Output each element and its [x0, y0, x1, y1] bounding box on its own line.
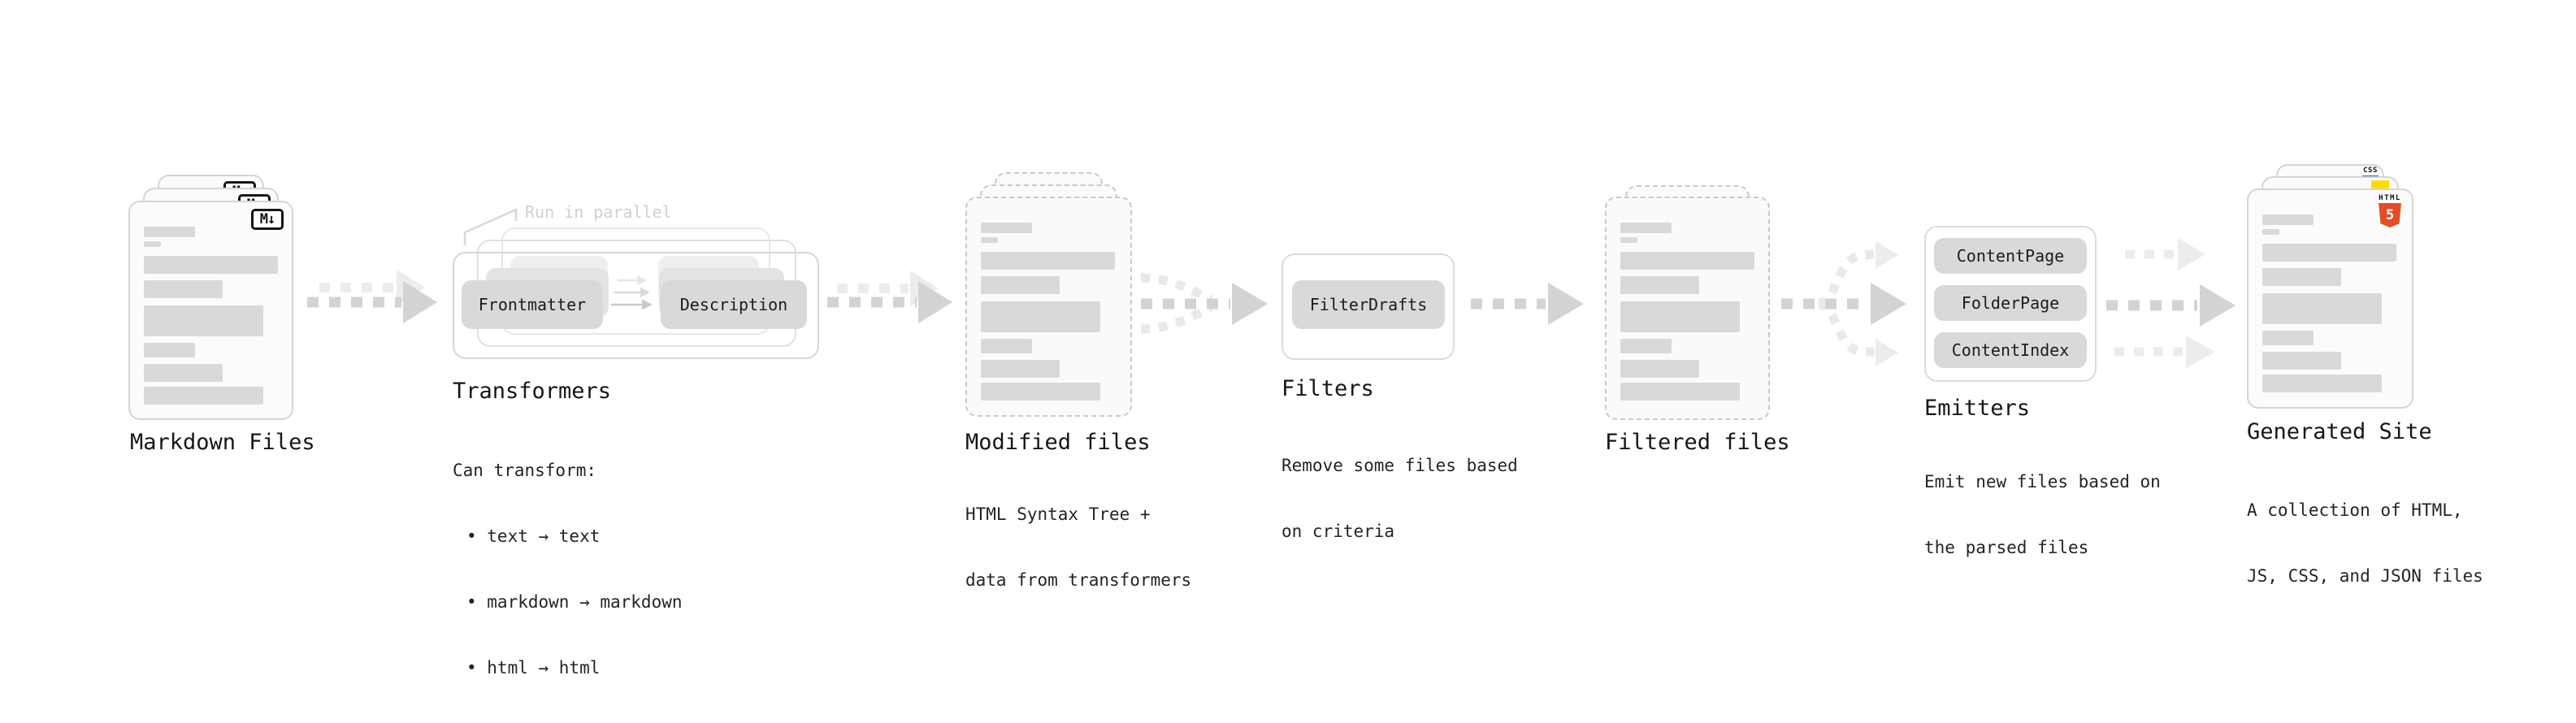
sub-line: Remove some files based	[1281, 456, 1518, 475]
sub-line: on criteria	[1281, 522, 1395, 541]
js-icon	[2371, 180, 2389, 190]
content-line	[1620, 223, 1672, 233]
frontmatter-pill: Frontmatter	[462, 280, 603, 329]
sub-line: the parsed files	[1924, 538, 2089, 557]
content-line	[2262, 214, 2314, 225]
content-line	[144, 305, 263, 336]
content-line	[1620, 276, 1699, 294]
content-line	[981, 276, 1060, 294]
stage-label-generated-site: Generated Site	[2247, 419, 2432, 444]
stage-label-filtered-files: Filtered files	[1605, 430, 1790, 455]
arrow-filtered-to-emitters	[1781, 241, 1906, 366]
stage-label-emitters: Emitters	[1924, 396, 2031, 421]
modified-files-description: HTML Syntax Tree + data from transformer…	[965, 460, 1191, 635]
content-line	[1620, 360, 1699, 378]
contentpage-pill: ContentPage	[1934, 238, 2087, 274]
arrow-transformers-to-modified	[827, 271, 952, 323]
content-line	[2262, 268, 2341, 286]
filterdrafts-pill: FilterDrafts	[1292, 280, 1445, 329]
document-card-front: HTML 5	[2247, 188, 2413, 409]
arrow-modified-to-filters	[1140, 273, 1268, 334]
content-line	[144, 387, 263, 405]
sub-line: Can transform:	[453, 461, 597, 480]
description-pill: Description	[661, 280, 807, 329]
html5-icon: HTML 5	[2376, 194, 2404, 227]
content-line	[1620, 252, 1754, 270]
sub-line: data from transformers	[965, 570, 1192, 590]
arrow-filters-to-filtered	[1471, 283, 1584, 325]
document-card-front	[1605, 197, 1770, 420]
sub-line: • text → text	[466, 526, 601, 546]
arrow-emitters-to-generated	[2106, 238, 2236, 368]
css-icon-text: CSS	[2363, 167, 2378, 175]
html5-icon-shield: 5	[2379, 203, 2401, 227]
content-line	[981, 301, 1100, 332]
content-line	[144, 280, 223, 298]
content-line	[144, 343, 195, 357]
filters-description: Remove some files based on criteria	[1281, 411, 1518, 587]
content-line	[981, 237, 998, 243]
sub-line: A collection of HTML,	[2247, 500, 2463, 520]
run-in-parallel-annotation: Run in parallel	[525, 202, 672, 222]
content-line	[144, 241, 161, 247]
stage-label-markdown-files: Markdown Files	[130, 430, 315, 455]
html5-icon-number: 5	[2385, 207, 2395, 223]
stage-label-modified-files: Modified files	[965, 430, 1151, 455]
content-line	[981, 360, 1060, 378]
content-line	[2262, 244, 2396, 262]
sub-line: • html → html	[466, 658, 601, 678]
sub-line: Emit new files based on	[1924, 472, 2161, 491]
content-line	[981, 383, 1100, 400]
document-card-front	[965, 197, 1132, 417]
emitters-description: Emit new files based on the parsed files	[1924, 427, 2161, 603]
content-line	[144, 227, 195, 237]
html5-icon-word: HTML	[2379, 194, 2401, 202]
sub-line: • markdown → markdown	[466, 592, 683, 612]
markdown-icon: M↓	[251, 209, 284, 230]
transformer-layer-front	[453, 252, 819, 359]
sub-line: JS, CSS, and JSON files	[2247, 566, 2483, 586]
arrow-markdown-to-transformers	[307, 270, 437, 323]
stage-label-transformers: Transformers	[453, 379, 612, 404]
sub-line: HTML Syntax Tree +	[965, 504, 1151, 524]
content-line	[1620, 237, 1637, 243]
content-line	[1620, 339, 1672, 353]
content-line	[1620, 301, 1740, 332]
content-line	[2262, 229, 2279, 235]
stage-label-filters: Filters	[1281, 376, 1374, 401]
content-line	[2262, 374, 2382, 392]
content-line	[981, 339, 1032, 353]
folderpage-pill: FolderPage	[1934, 285, 2087, 321]
document-card-front: M↓	[128, 201, 293, 420]
contentindex-pill: ContentIndex	[1934, 332, 2087, 368]
content-line	[2262, 352, 2341, 370]
content-line	[981, 223, 1032, 233]
content-line	[2262, 293, 2382, 324]
content-line	[144, 256, 278, 274]
transformers-description: Can transform: • text → text • markdown …	[453, 416, 683, 723]
content-line	[981, 252, 1115, 270]
content-line	[1620, 383, 1740, 400]
content-line	[2262, 331, 2314, 345]
content-line	[144, 364, 223, 382]
generated-site-description: A collection of HTML, JS, CSS, and JSON …	[2247, 456, 2483, 631]
